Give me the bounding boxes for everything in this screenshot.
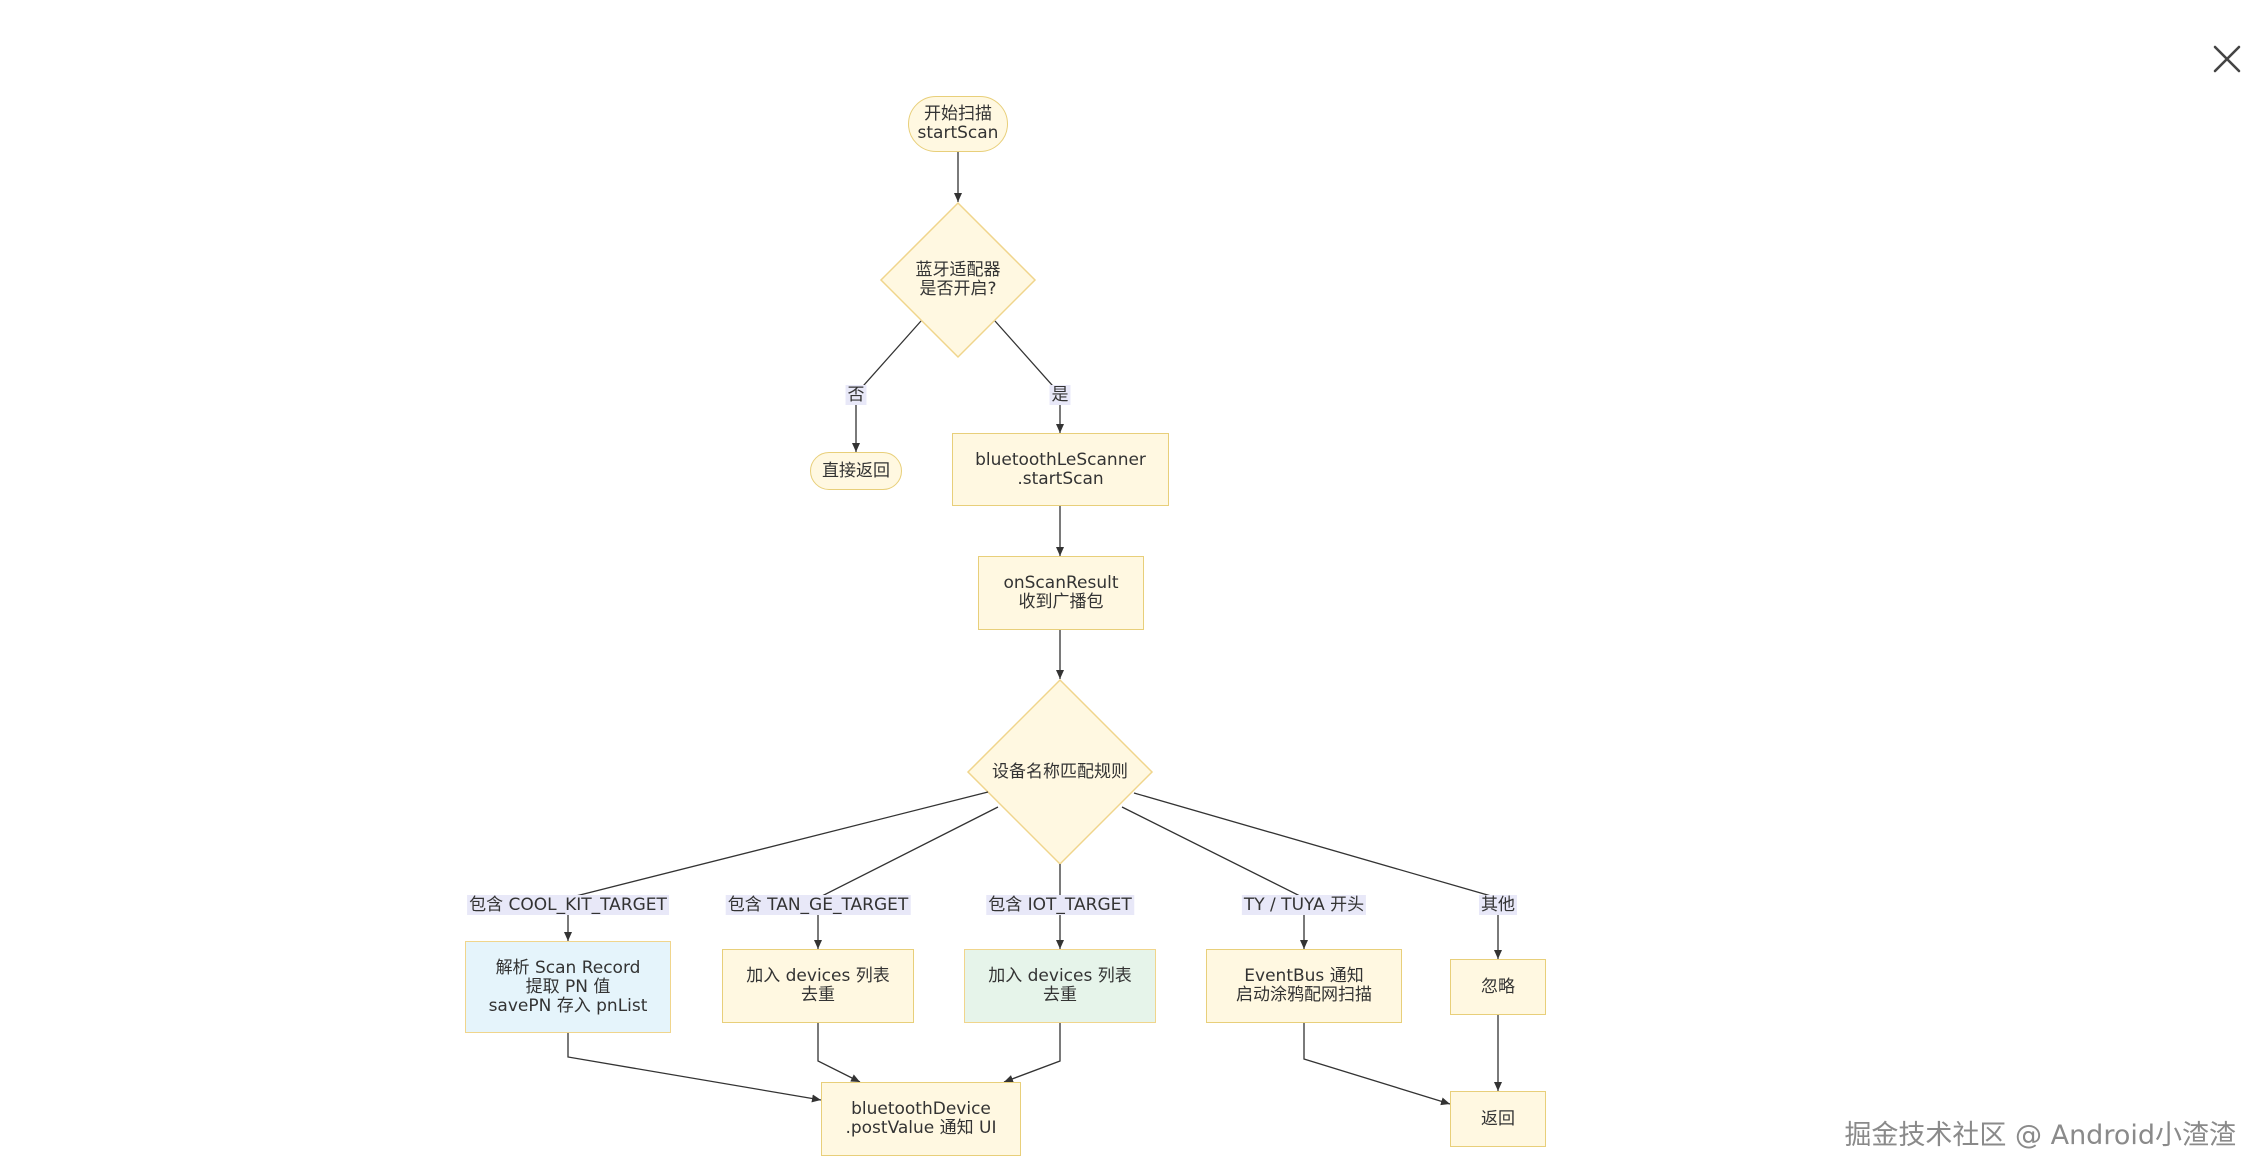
edge-match-cool-kit [564,791,989,941]
node-add-devices-2-line-1: 加入 devices 列表 [988,966,1132,986]
edge-add1-to-post [817,1023,861,1083]
node-start: 开始扫描 startScan [908,96,1008,152]
node-start-line-1: 开始扫描 [924,104,992,124]
edge-label-other: 其他 [1479,895,1517,915]
node-eventbus-line-1: EventBus 通知 [1244,966,1364,986]
node-add-devices-1: 加入 devices 列表 去重 [722,949,914,1023]
node-post-value: bluetoothDevice .postValue 通知 UI [821,1082,1021,1156]
node-on-scan-result-line-2: 收到广播包 [1018,592,1104,612]
node-start-scan: bluetoothLeScanner .startScan [952,433,1169,506]
edge-label-tan-ge: 包含 TAN_GE_TARGET [725,895,911,915]
node-parse-record-line-2: 提取 PN 值 [525,976,611,997]
node-direct-return-line-1: 直接返回 [822,460,890,481]
node-add-devices-2-line-2: 去重 [1043,985,1077,1005]
edge-label-cool-kit: 包含 COOL_KIT_TARGET [467,895,669,915]
node-name-match-line-1: 设备名称匹配规则 [992,761,1128,782]
node-eventbus-line-2: 启动涂鸦配网扫描 [1236,985,1372,1005]
edge-match-tuya [1121,806,1308,949]
node-adapter-check-line-2: 是否开启? [919,279,997,299]
node-return: 返回 [1450,1091,1546,1147]
node-on-scan-result-line-1: onScanResult [1003,573,1119,593]
node-start-scan-line-1: bluetoothLeScanner [975,449,1146,470]
edge-parse-to-post [567,1033,822,1103]
node-name-match-label: 设备名称匹配规则 [968,752,1152,792]
node-post-value-line-1: bluetoothDevice [851,1099,991,1119]
close-button[interactable] [2208,40,2248,80]
node-adapter-check-line-1: 蓝牙适配器 [915,260,1001,280]
node-start-line-2: startScan [917,123,999,143]
edge-eventbus-to-return [1303,1023,1451,1106]
node-ignore: 忽略 [1450,959,1546,1015]
node-direct-return: 直接返回 [810,452,902,490]
edge-label-tuya: TY / TUYA 开头 [1241,895,1367,915]
node-parse-record-line-3: savePN 存入 pnList [488,995,648,1016]
node-eventbus: EventBus 通知 启动涂鸦配网扫描 [1206,949,1402,1023]
node-return-line-1: 返回 [1481,1108,1515,1129]
edge-label-no: 否 [845,385,867,405]
node-add-devices-1-line-1: 加入 devices 列表 [746,966,890,986]
edge-match-other [1133,792,1502,959]
node-start-scan-line-2: .startScan [1017,468,1104,489]
edge-label-iot: 包含 IOT_TARGET [986,895,1134,915]
edge-label-yes: 是 [1049,385,1071,405]
node-parse-record: 解析 Scan Record 提取 PN 值 savePN 存入 pnList [465,941,671,1033]
edge-check-yes [994,320,1064,433]
diamond-adapter-check [879,201,1037,359]
node-post-value-line-2: .postValue 通知 UI [845,1118,997,1138]
node-ignore-line-1: 忽略 [1481,976,1515,997]
node-on-scan-result: onScanResult 收到广播包 [978,556,1144,630]
close-icon [2213,45,2241,73]
node-adapter-check-label: 蓝牙适配器 是否开启? [881,250,1035,310]
node-add-devices-2: 加入 devices 列表 去重 [964,949,1156,1023]
node-add-devices-1-line-2: 去重 [801,985,835,1005]
edge-add2-to-post [1003,1023,1061,1083]
watermark: 掘金技术社区 @ Android小渣渣 [1844,1120,2236,1151]
node-parse-record-line-1: 解析 Scan Record [495,957,641,978]
